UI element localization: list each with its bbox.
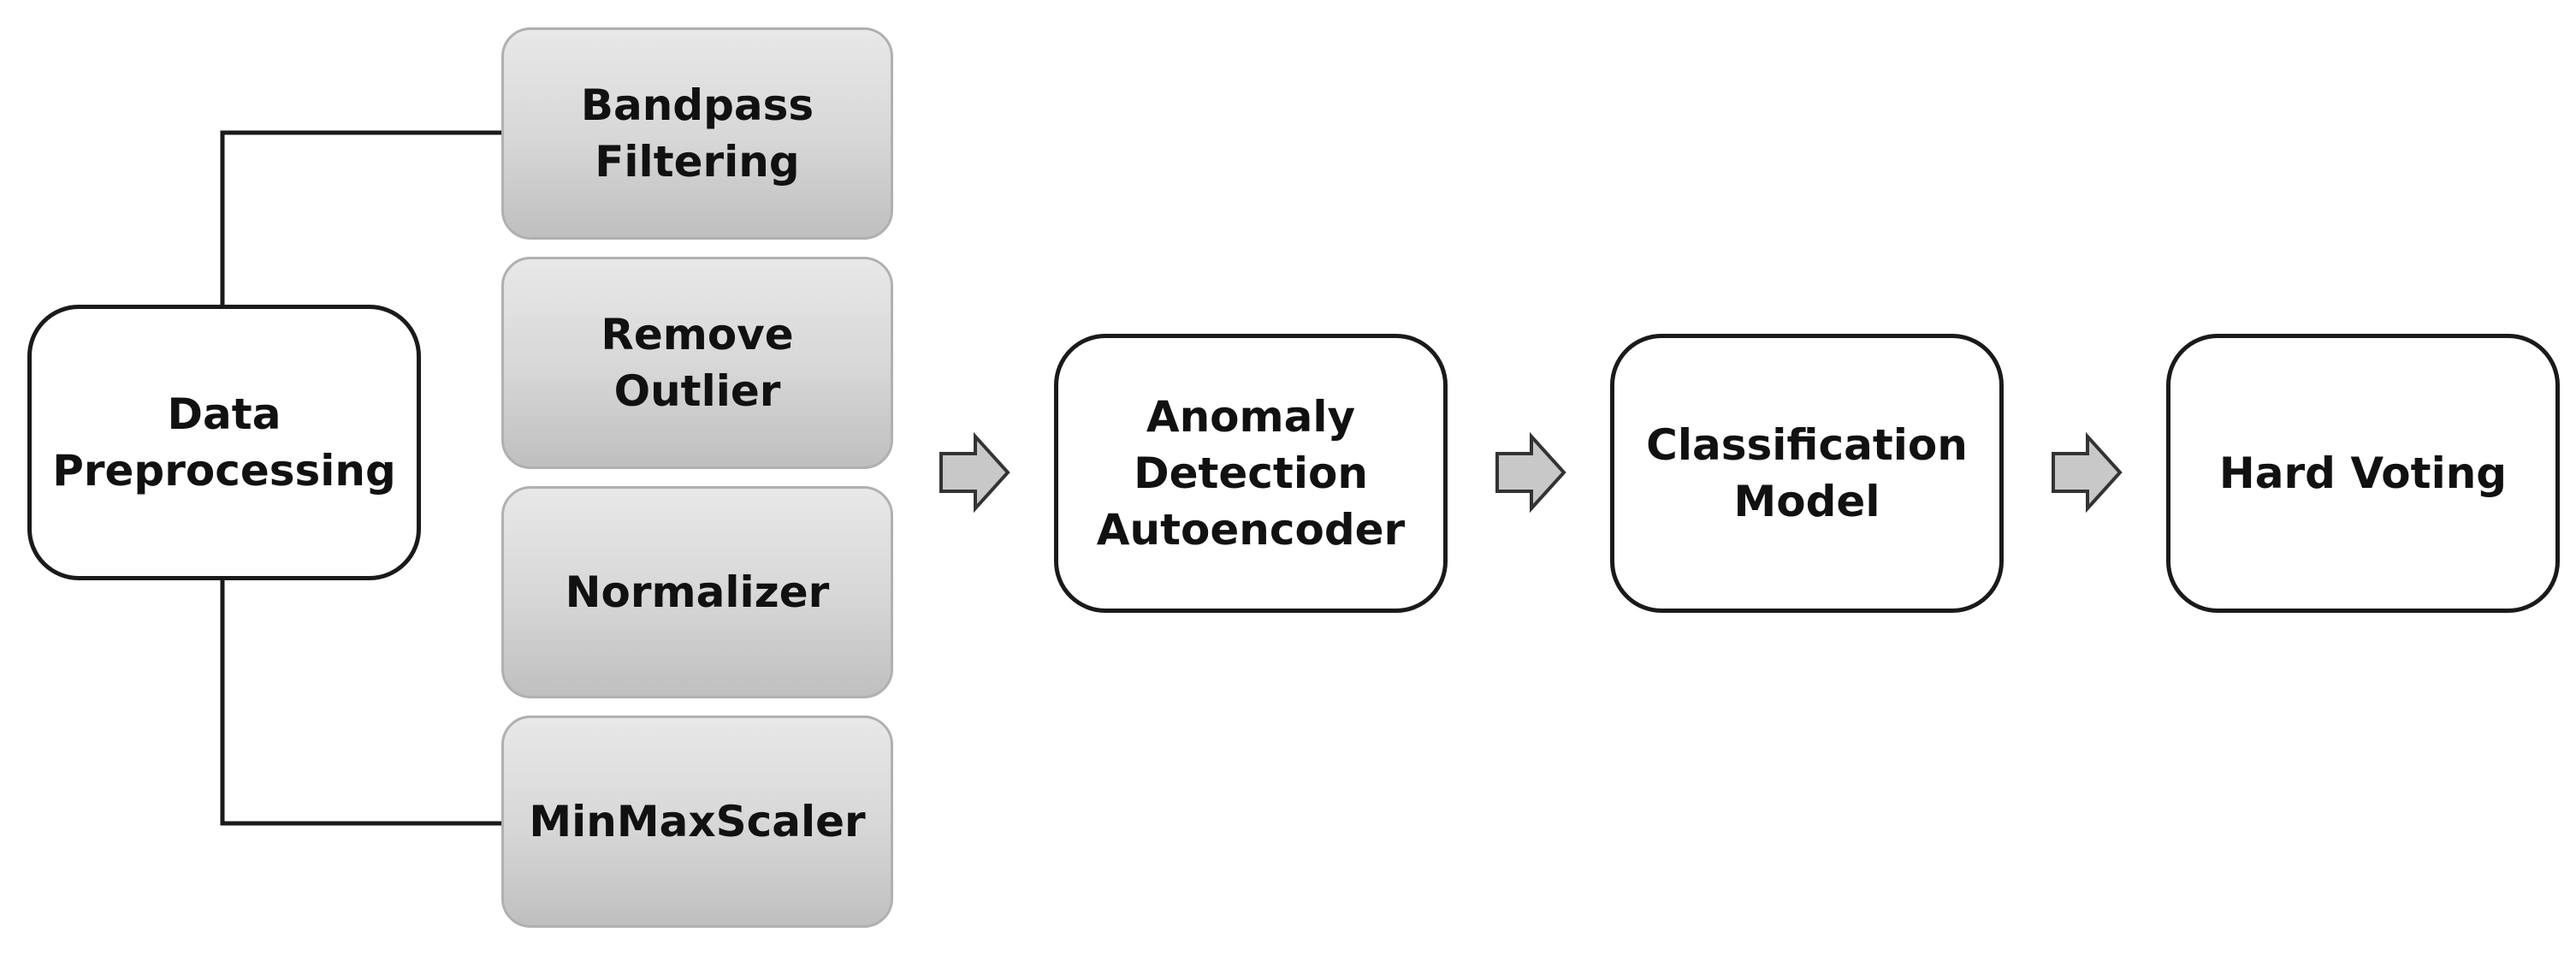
anomaly-detection-label: Anomaly Detection Autoencoder [1096, 392, 1406, 555]
minmaxscaler-label: MinMaxScaler [529, 797, 866, 846]
minmaxscaler-node: MinMaxScaler [501, 716, 893, 928]
arrow-right-icon [1495, 431, 1566, 514]
normalizer-node: Normalizer [501, 486, 893, 698]
anomaly-detection-node: Anomaly Detection Autoencoder [1054, 334, 1448, 613]
hard-voting-label: Hard Voting [2218, 448, 2508, 498]
arrow-right-icon [2052, 431, 2123, 514]
classification-model-node: Classification Model [1610, 334, 2004, 613]
hard-voting-node: Hard Voting [2166, 334, 2560, 613]
data-preprocessing-label: Data Preprocessing [52, 389, 396, 496]
data-preprocessing-node: Data Preprocessing [27, 305, 421, 580]
remove-outlier-node: Remove Outlier [501, 257, 893, 469]
bandpass-filtering-node: Bandpass Filtering [501, 27, 893, 240]
bracket-top-connector [220, 130, 503, 305]
bracket-bottom-connector [220, 580, 503, 826]
remove-outlier-label: Remove Outlier [601, 310, 794, 416]
arrow-right-icon [939, 431, 1010, 514]
classification-model-label: Classification Model [1646, 420, 1968, 526]
bandpass-filtering-label: Bandpass Filtering [580, 80, 814, 187]
normalizer-label: Normalizer [565, 567, 830, 617]
